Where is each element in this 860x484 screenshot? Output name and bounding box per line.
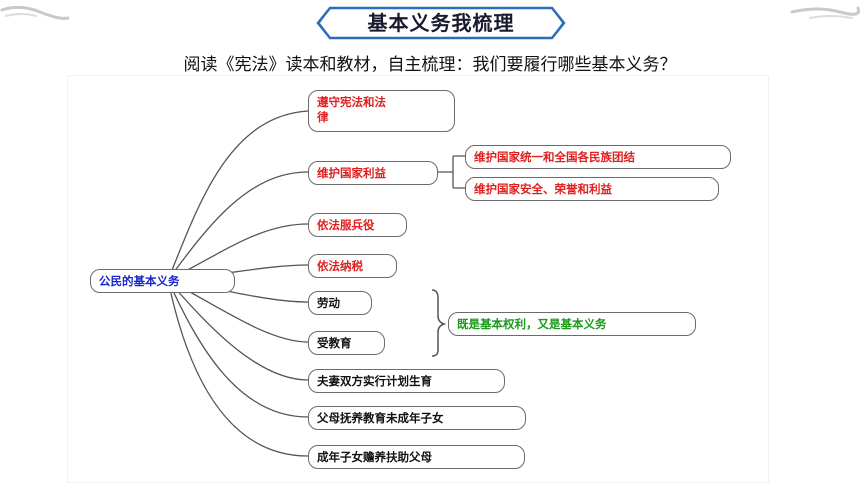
branch-obey-constitution: 遵守宪法和法 律 (308, 90, 455, 132)
brush-decoration-left (0, 5, 70, 20)
branch-national-interest: 维护国家利益 (308, 161, 438, 185)
branch-pay-taxes: 依法纳税 (308, 254, 397, 278)
branch-education: 受教育 (308, 331, 385, 355)
branch-obey-constitution-line2: 律 (317, 110, 329, 124)
title-banner: 基本义务我梳理 (316, 6, 566, 40)
page-title: 基本义务我梳理 (367, 11, 515, 35)
branch-labor: 劳动 (308, 291, 372, 315)
branch-obey-constitution-line1: 遵守宪法和法 (317, 95, 386, 109)
brush-decoration-right (790, 6, 860, 19)
question-prompt: 阅读《宪法》读本和教材，自主梳理：我们要履行哪些基本义务？ (183, 55, 677, 75)
branch-support-parents: 成年子女赡养扶助父母 (308, 445, 525, 469)
branch-raise-children: 父母抚养教育未成年子女 (308, 406, 526, 430)
rights-and-duties-note: 既是基本权利，又是基本义务 (448, 312, 696, 336)
branch-family-planning: 夫妻双方实行计划生育 (308, 369, 505, 393)
sub-branch-national-unity: 维护国家统一和全国各民族团结 (465, 145, 731, 169)
branch-military-service: 依法服兵役 (308, 213, 407, 237)
sub-branch-national-security: 维护国家安全、荣誉和利益 (465, 177, 719, 201)
mindmap-diagram: 公民的基本义务 遵守宪法和法 律 维护国家利益 维护国家统一和全国各民族团结 维… (68, 76, 768, 482)
root-node: 公民的基本义务 (90, 269, 235, 293)
